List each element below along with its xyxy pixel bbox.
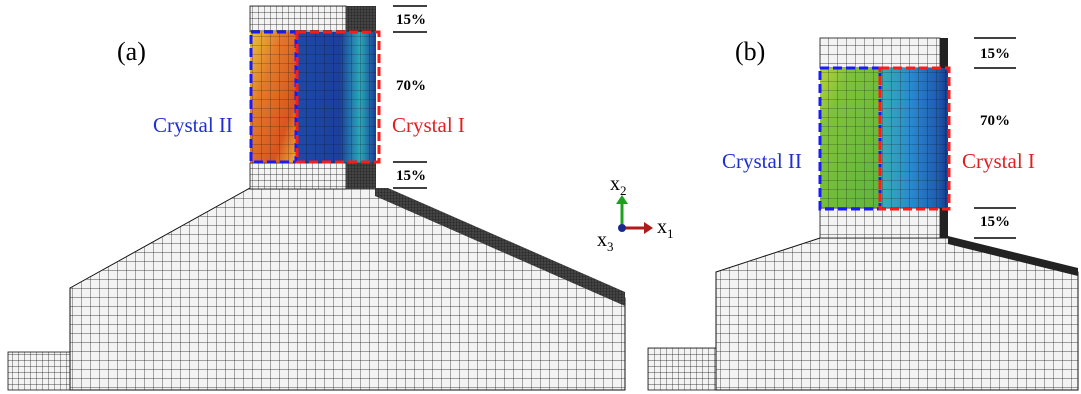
panel-a-pillar-bottom xyxy=(249,162,347,190)
panel-b-dense-boundary xyxy=(948,236,1078,276)
panel-a-pillar-bottom-dense xyxy=(346,163,376,189)
panel-a-mesh-body xyxy=(69,187,626,391)
axis-x1-label: x1 xyxy=(657,216,674,241)
panel-a-base-strip xyxy=(7,351,71,391)
panel-b-crystal-i-box xyxy=(878,66,951,211)
panel-a: 15% 70% 15% (a) Crystal II Crystal I xyxy=(7,5,626,391)
axis-x2-label: x2 xyxy=(610,173,627,198)
panel-b-crystal-ii-box xyxy=(818,66,882,211)
axis-x3-dot xyxy=(618,224,626,232)
axis-x1-arrowhead xyxy=(644,222,653,234)
panel-b-crystal-mesh-overlay xyxy=(820,68,948,208)
panel-b-pillar-bottom-dense xyxy=(940,208,948,238)
axis-x3-label: x3 xyxy=(597,229,614,254)
panel-b-pct-mid: 70% xyxy=(980,113,1010,129)
panel-a-pillar-top xyxy=(249,5,347,33)
panel-b-pillar-top xyxy=(819,37,941,69)
panel-a-dense-boundary xyxy=(375,188,625,306)
panel-a-pct-mid: 70% xyxy=(396,78,426,94)
panel-b-pillar-bottom xyxy=(819,207,941,239)
panel-b-label: (b) xyxy=(735,37,765,66)
panel-a-label: (a) xyxy=(117,37,146,66)
panel-a-pct-bottom: 15% xyxy=(396,168,426,184)
panel-a-crystal-mesh-overlay xyxy=(250,32,376,163)
panel-b: 15% 70% 15% (b) Crystal II Crystal I xyxy=(647,37,1079,391)
panel-a-crystal-ii-label: Crystal II xyxy=(153,113,233,137)
panel-b-pct-top: 15% xyxy=(980,46,1010,62)
axis-x2-arrowhead xyxy=(616,195,628,204)
panel-a-pct-top: 15% xyxy=(396,12,426,28)
panel-b-base-strip xyxy=(647,347,717,391)
panel-a-crystal-i-label: Crystal I xyxy=(392,113,465,137)
panel-b-crystal-ii-label: Crystal II xyxy=(722,149,802,173)
panel-a-crystal-i-box xyxy=(295,30,381,164)
panel-b-pillar-top-dense xyxy=(940,38,948,68)
panel-a-pillar-top-dense xyxy=(346,6,376,32)
axis-triad: x2 x1 x3 xyxy=(597,173,674,254)
panel-b-crystal-i-label: Crystal I xyxy=(962,149,1035,173)
panel-b-pct-bottom: 15% xyxy=(980,214,1010,230)
